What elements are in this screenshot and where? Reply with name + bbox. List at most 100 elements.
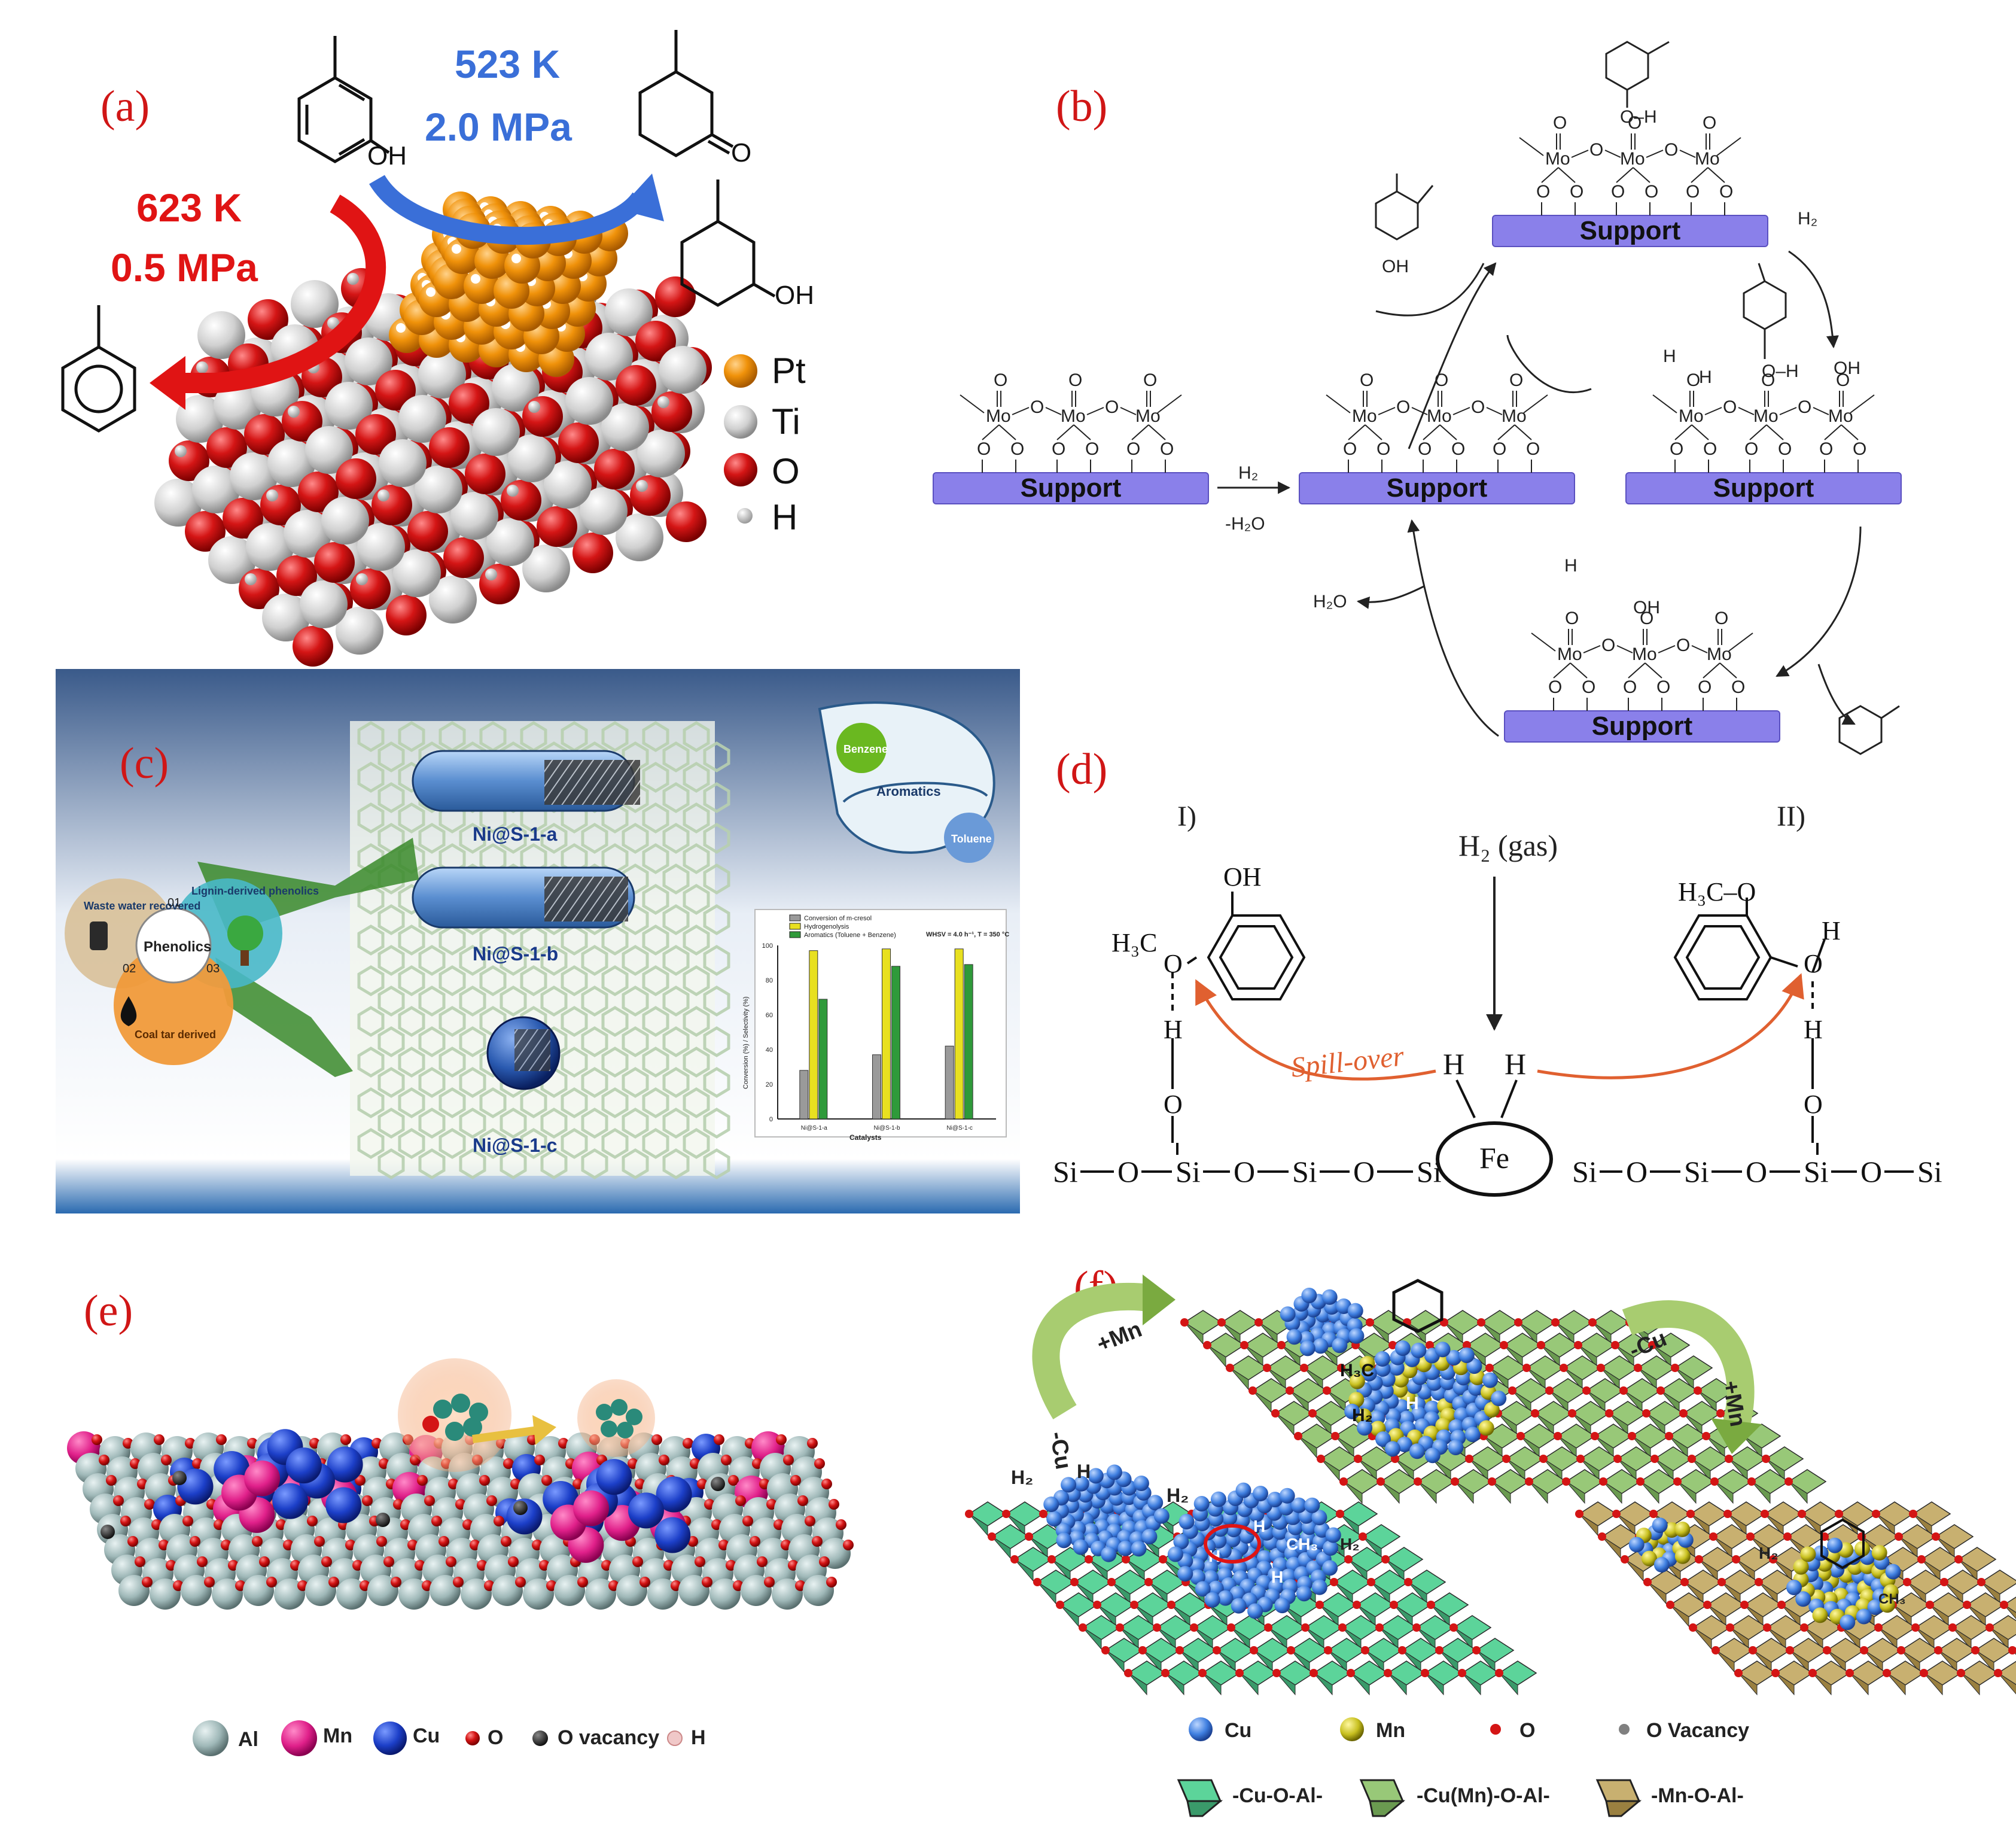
o-atom (1846, 1669, 1854, 1677)
h-atom (396, 323, 406, 333)
chart-bar (945, 1045, 954, 1120)
o-atom (988, 1532, 996, 1541)
o-atom (594, 449, 635, 489)
octahedron-side (1938, 1650, 1957, 1673)
o-atom (1522, 1364, 1531, 1372)
b-toluene (1838, 705, 1900, 755)
panel-a-legend: Pt Ti O H (724, 351, 806, 537)
octahedron-side (1528, 1481, 1548, 1504)
bridge-o-label: O (1798, 397, 1811, 417)
support-label: Support (1021, 473, 1122, 503)
o-atom (558, 422, 599, 463)
o-atom (190, 1536, 200, 1547)
octahedron-tile (1443, 1310, 1482, 1335)
octahedron-side (1244, 1345, 1263, 1368)
oxo-o-label: O (1640, 609, 1653, 628)
cu-atom (1653, 1557, 1670, 1573)
o-atom (829, 1499, 839, 1510)
panel-d-label: (d) (1056, 745, 1107, 794)
o-atom (1628, 1432, 1636, 1440)
cu-atom (1195, 1581, 1211, 1597)
o-atom-label: O (1626, 1155, 1647, 1188)
o-atom (1619, 1386, 1628, 1395)
octahedron-side (1499, 1672, 1518, 1696)
mn-atom (1812, 1607, 1828, 1623)
support-label: Support (1713, 473, 1814, 503)
o-atom (1079, 1623, 1087, 1632)
octahedron-side (1165, 1672, 1184, 1696)
o-atom (501, 1536, 511, 1547)
o-atom-label: O (1536, 182, 1550, 202)
o-atom (252, 1536, 263, 1547)
cu-atom (1482, 1372, 1498, 1388)
cu-atom (1101, 1546, 1117, 1562)
o-atom (144, 1499, 155, 1510)
b-right-oh-bond: O–H (1762, 361, 1799, 381)
chart-x-tick: Ni@S-1-c (946, 1125, 973, 1132)
bubble-toluene: Toluene (951, 833, 992, 845)
o-atom (1649, 1510, 1658, 1518)
mn-atom (1641, 1550, 1657, 1567)
cu-atom (1046, 1511, 1062, 1527)
octahedron-side (1193, 1627, 1213, 1650)
octahedron-tile (1674, 1355, 1713, 1380)
ti-atom (321, 497, 369, 545)
octahedron-side (1683, 1413, 1703, 1436)
octahedron-tile (1384, 1547, 1424, 1572)
ti-atom (284, 510, 331, 558)
o-atom-label: O (1703, 439, 1717, 459)
b-right-h-2: H (1699, 367, 1712, 387)
o-atom (1763, 1623, 1771, 1632)
o-atom (371, 485, 412, 525)
octahedron-side (1229, 1367, 1249, 1391)
mn-atom (1674, 1521, 1691, 1537)
o-atom (1463, 1341, 1471, 1349)
f-h-top: H (1406, 1394, 1419, 1413)
si-atom-label: Si (1684, 1155, 1709, 1188)
o-atom (486, 1495, 497, 1506)
o-atom (632, 1556, 643, 1567)
o-atom (1940, 1578, 1948, 1586)
o-atom (314, 1536, 325, 1547)
cu-atom (1347, 1303, 1363, 1319)
o-atom (1562, 1477, 1570, 1486)
cu-atom (628, 1492, 664, 1529)
oxo-o-label: O (1686, 370, 1700, 390)
o-atom (1694, 1386, 1702, 1395)
octahedron-side (969, 1513, 988, 1537)
fe-label: Fe (1479, 1141, 1509, 1175)
oxo-o-label: O (1565, 609, 1579, 628)
octahedron-side (1111, 1581, 1131, 1605)
silanol-left-o: O (1164, 1090, 1183, 1119)
arrow-toluene-out (1817, 664, 1856, 725)
cu-atom (1217, 1590, 1234, 1606)
cu-atom (1291, 1497, 1307, 1513)
o-atom (1695, 1555, 1703, 1564)
al-atom (212, 1578, 243, 1610)
octahedron-side (1603, 1481, 1622, 1504)
cu-atom (1491, 1391, 1507, 1407)
octahedron-side (1202, 1672, 1222, 1696)
legend-h-label: H (772, 497, 797, 537)
legend-pt-swatch (724, 354, 757, 388)
cu-atom (1280, 1306, 1296, 1322)
ti-atom (522, 545, 570, 592)
octahedron-side (1841, 1627, 1860, 1650)
oxo-o-label: O (1703, 113, 1716, 133)
ti-atom (418, 351, 466, 399)
h-fe-bond-right (1500, 1079, 1518, 1118)
o-atom (1560, 1364, 1568, 1372)
mo-atom-label: Mo (1502, 406, 1527, 426)
octahedron-side (1578, 1345, 1597, 1368)
octahedron-side (1826, 1650, 1846, 1673)
octahedron-side (1097, 1604, 1116, 1628)
o-atom (1384, 1669, 1392, 1677)
guaiacol-left-oh: OH (1223, 862, 1262, 892)
octahedron-side (1975, 1650, 1994, 1673)
octahedron-side (1289, 1390, 1309, 1413)
cu-atom (1229, 1586, 1245, 1602)
octahedron-side (1343, 1481, 1363, 1504)
o-atom (1712, 1646, 1720, 1654)
o-atom (1808, 1669, 1817, 1677)
